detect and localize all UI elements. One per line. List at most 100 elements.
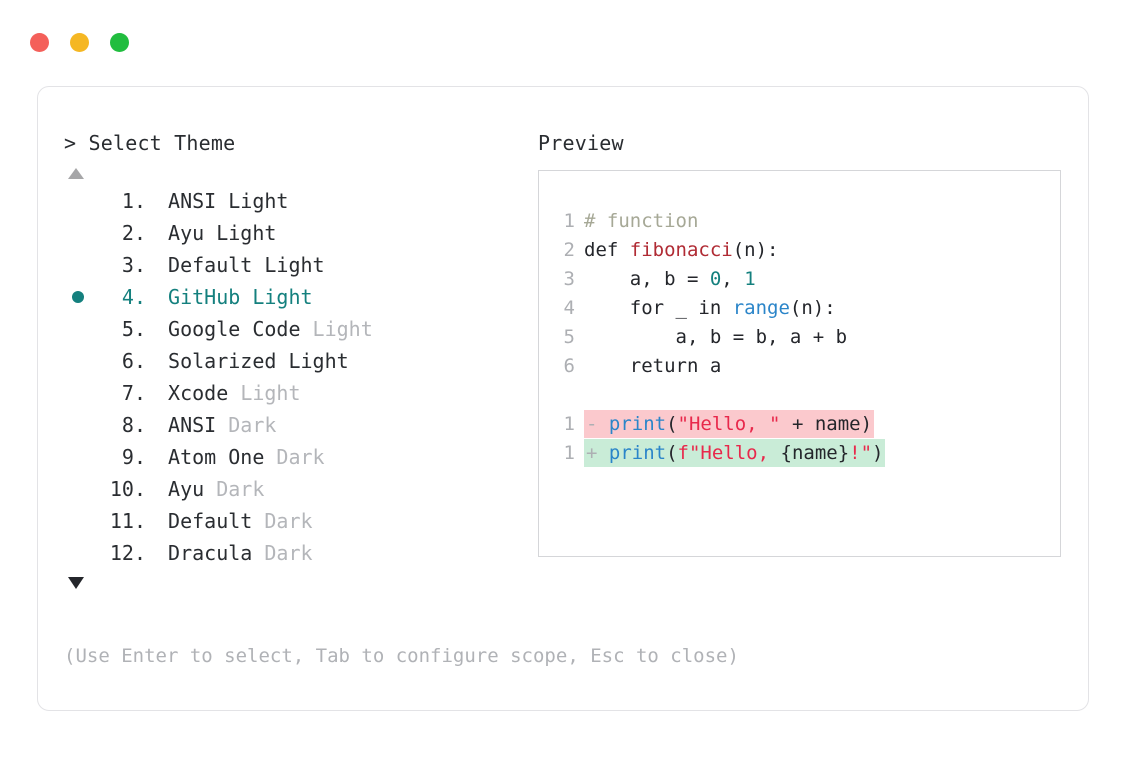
theme-item-name-gap bbox=[204, 217, 216, 249]
theme-item-variant: Light bbox=[288, 349, 349, 373]
selection-bullet-slot bbox=[64, 409, 94, 441]
code-line: 4 for _ in range(n): bbox=[561, 294, 1060, 323]
code-line: 1 # function bbox=[561, 207, 1060, 236]
theme-list-item[interactable]: 6. Solarized Light bbox=[64, 345, 534, 377]
theme-list-item[interactable]: 12. Dracula Dark bbox=[64, 537, 534, 569]
close-dot[interactable] bbox=[30, 33, 49, 52]
theme-list-item[interactable]: 10. Ayu Dark bbox=[64, 473, 534, 505]
selection-bullet-slot bbox=[64, 281, 94, 313]
theme-item-variant: Dark bbox=[264, 509, 313, 533]
theme-item-spacer bbox=[146, 313, 168, 345]
theme-item-index: 4. bbox=[121, 285, 146, 309]
selection-bullet-slot bbox=[64, 185, 94, 217]
theme-list-item[interactable]: 8. ANSI Dark bbox=[64, 409, 534, 441]
theme-item-name: Ayu bbox=[168, 477, 205, 501]
theme-item-variant: Light bbox=[216, 221, 277, 245]
line-number: 1 bbox=[563, 413, 575, 435]
theme-item-name-gap bbox=[301, 313, 313, 345]
diff-highlight: - print("Hello, " + name) bbox=[584, 410, 875, 438]
theme-item-index: 7. bbox=[121, 381, 146, 405]
theme-item-name-gap bbox=[216, 409, 228, 441]
code-token: f"Hello, bbox=[677, 442, 781, 464]
select-theme-prompt: > Select Theme bbox=[64, 131, 236, 155]
code-line: 6 return a bbox=[561, 352, 1060, 381]
theme-list-item[interactable]: 11. Default Dark bbox=[64, 505, 534, 537]
theme-item-name: ANSI bbox=[168, 189, 217, 213]
code-token: a, b = bbox=[584, 268, 710, 290]
theme-item-variant: Dark bbox=[228, 413, 277, 437]
diff-marker: - bbox=[586, 413, 609, 435]
theme-item-name: Atom One bbox=[168, 445, 265, 469]
diff-highlight: + print(f"Hello, {name}!") bbox=[584, 439, 886, 467]
diff-line-add: 1+ print(f"Hello, {name}!") bbox=[561, 439, 1060, 468]
theme-item-spacer bbox=[146, 281, 168, 313]
theme-item-name-gap bbox=[252, 537, 264, 569]
line-number: 3 bbox=[563, 268, 575, 290]
code-token: fibonacci bbox=[629, 239, 733, 261]
selection-bullet-slot bbox=[64, 313, 94, 345]
theme-item-spacer bbox=[146, 185, 168, 217]
theme-item-name-gap bbox=[204, 473, 216, 505]
diff-marker: + bbox=[586, 442, 609, 464]
theme-item-name: GitHub bbox=[168, 285, 241, 309]
theme-list-item[interactable]: 7. Xcode Light bbox=[64, 377, 534, 409]
theme-item-index: 11. bbox=[109, 509, 146, 533]
scroll-up-arrow-icon[interactable] bbox=[68, 168, 84, 179]
line-number: 1 bbox=[563, 210, 575, 232]
theme-item-index: 6. bbox=[121, 349, 146, 373]
theme-list-item[interactable]: 4. GitHub Light bbox=[64, 281, 534, 313]
code-token: ( bbox=[666, 442, 678, 464]
theme-item-index: 5. bbox=[121, 317, 146, 341]
theme-item-index: 9. bbox=[121, 445, 146, 469]
theme-item-index: 10. bbox=[109, 477, 146, 501]
theme-item-variant: Light bbox=[252, 285, 313, 309]
theme-list-item[interactable]: 5. Google Code Light bbox=[64, 313, 534, 345]
minimize-dot[interactable] bbox=[70, 33, 89, 52]
theme-item-variant: Dark bbox=[264, 541, 313, 565]
theme-item-variant: Dark bbox=[276, 445, 325, 469]
theme-item-name-gap bbox=[264, 441, 276, 473]
theme-list-item[interactable]: 2. Ayu Light bbox=[64, 217, 534, 249]
theme-item-name-gap bbox=[216, 185, 228, 217]
code-token: 0 bbox=[709, 268, 722, 290]
theme-item-index: 8. bbox=[121, 413, 146, 437]
theme-item-spacer bbox=[146, 441, 168, 473]
code-token: print bbox=[608, 413, 667, 435]
theme-item-variant: Light bbox=[228, 189, 289, 213]
theme-list-item[interactable]: 9. Atom One Dark bbox=[64, 441, 534, 473]
code-token: def bbox=[584, 239, 630, 261]
selection-bullet-slot bbox=[64, 505, 94, 537]
code-token: ( bbox=[666, 413, 678, 435]
theme-list-item[interactable]: 3. Default Light bbox=[64, 249, 534, 281]
selection-bullet-slot bbox=[64, 537, 94, 569]
theme-item-name: Default bbox=[168, 509, 253, 533]
theme-list-item[interactable]: 1. ANSI Light bbox=[64, 185, 534, 217]
maximize-dot[interactable] bbox=[110, 33, 129, 52]
code-token: "Hello, " bbox=[677, 413, 781, 435]
code-token: for _ in bbox=[584, 297, 733, 319]
code-token: + name) bbox=[780, 413, 873, 435]
line-number: 5 bbox=[563, 326, 575, 348]
theme-item-index: 2. bbox=[121, 221, 146, 245]
code-spacer bbox=[561, 381, 1060, 410]
theme-item-name-gap bbox=[228, 377, 240, 409]
code-token: (n): bbox=[732, 239, 779, 261]
theme-item-variant: Light bbox=[264, 253, 325, 277]
theme-item-spacer bbox=[146, 505, 168, 537]
theme-item-index: 1. bbox=[121, 189, 146, 213]
diff-line-del: 1- print("Hello, " + name) bbox=[561, 410, 1060, 439]
code-token: # function bbox=[584, 210, 699, 232]
scroll-down-arrow-icon[interactable] bbox=[68, 577, 84, 589]
theme-item-index: 12. bbox=[109, 541, 146, 565]
preview-title: Preview bbox=[538, 131, 624, 155]
theme-item-spacer bbox=[146, 409, 168, 441]
theme-item-index: 3. bbox=[121, 253, 146, 277]
selection-bullet-slot bbox=[64, 377, 94, 409]
theme-item-name-gap bbox=[276, 345, 288, 377]
theme-item-name-gap bbox=[240, 281, 252, 313]
theme-item-name: Default bbox=[168, 253, 253, 277]
code-token: !" bbox=[849, 442, 873, 464]
